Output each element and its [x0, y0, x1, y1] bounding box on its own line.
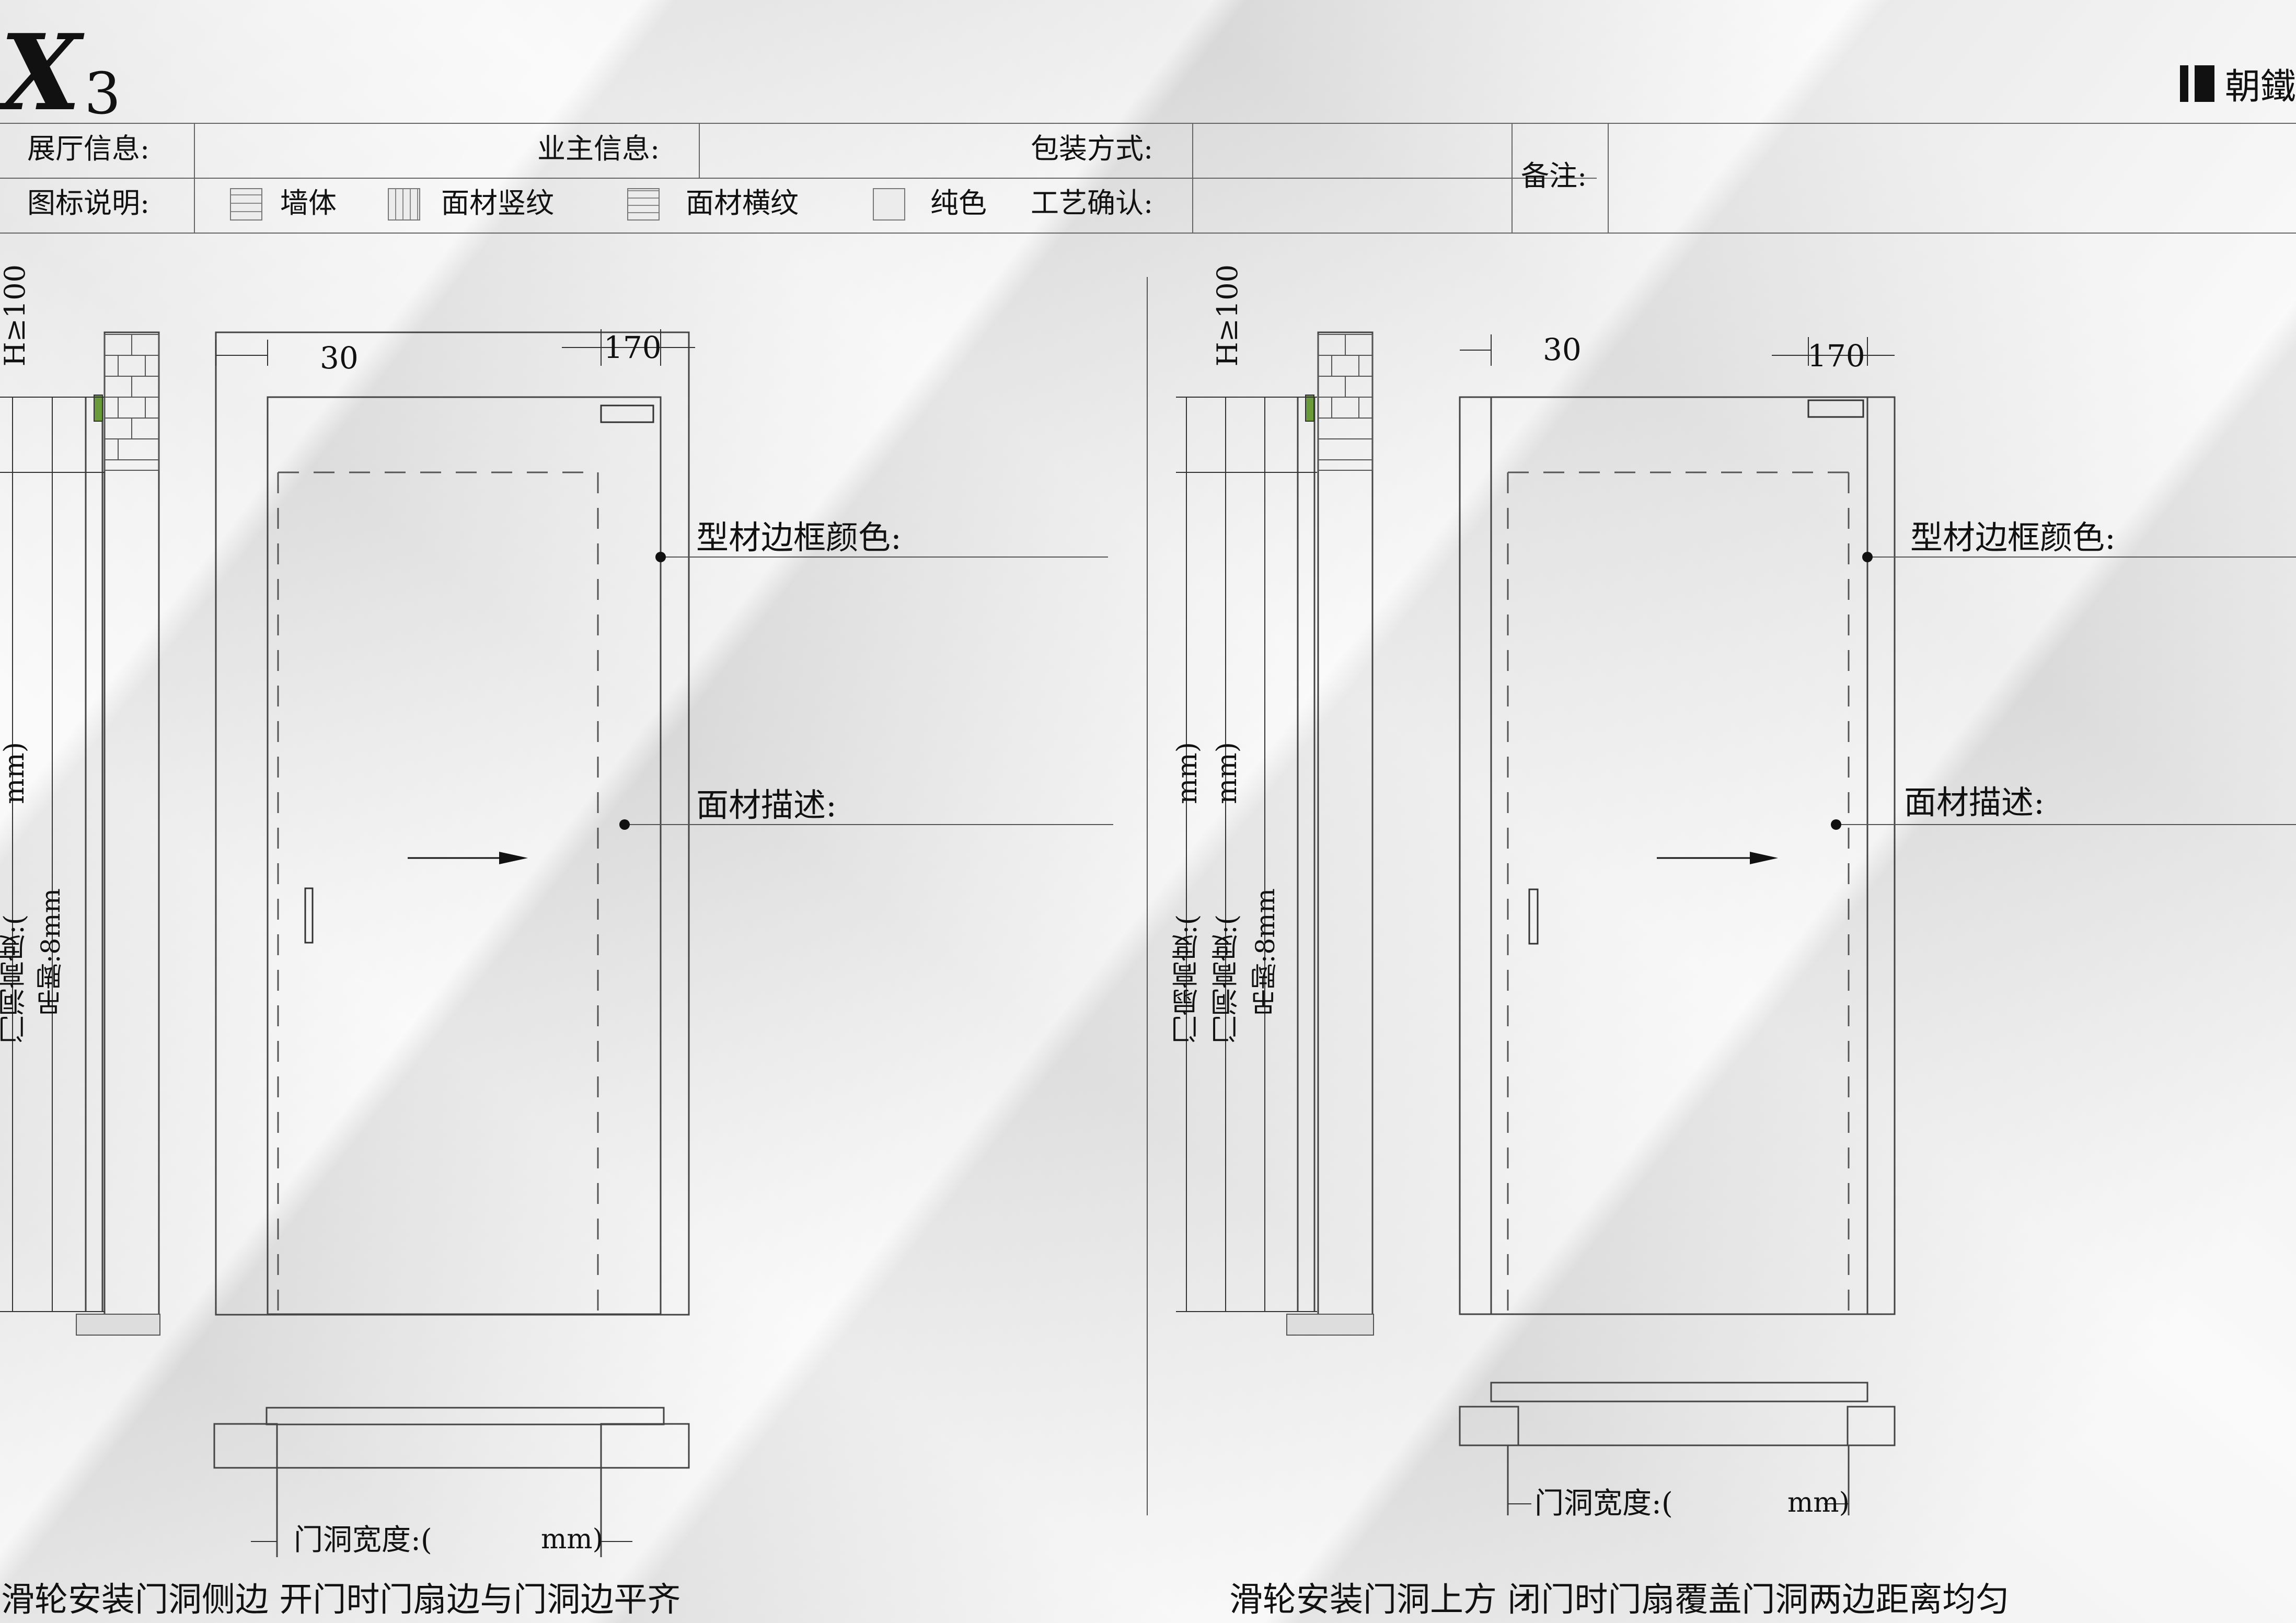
left-caption: 滑轮安装门洞侧边 开门时门扇边与门洞边平齐 — [1, 1581, 681, 1619]
right-opening-width-unit: mm) — [1787, 1487, 1850, 1518]
legend-item-wall: 墙体 — [280, 187, 337, 219]
horizontal-grain-swatch-icon — [627, 188, 660, 221]
right-gap: 吊脚:8mm — [1250, 888, 1280, 1016]
owner-label: 业主信息: — [537, 132, 660, 165]
legend-label: 图标说明: — [27, 187, 150, 219]
vertical-grain-swatch-icon — [388, 188, 420, 221]
right-unit-mm-opening: mm) — [1212, 742, 1243, 804]
brand-name: 朝鐵 — [2224, 66, 2296, 108]
left-dim-30: 30 — [320, 340, 359, 376]
left-panel-desc-label: 面材描述: — [696, 786, 837, 824]
remark-label: 备注: — [1521, 159, 1587, 192]
right-dim-30: 30 — [1543, 332, 1582, 367]
left-h-min: H≥100 — [0, 264, 31, 367]
right-panel-desc-label: 面材描述: — [1904, 783, 2045, 821]
legend-item-horizontal-grain: 面材横纹 — [686, 187, 799, 219]
right-leaf-height: 门扇高度:( — [1172, 914, 1203, 1043]
right-dim-170: 170 — [1807, 338, 1865, 374]
left-opening-width: 门洞宽度:( — [294, 1523, 432, 1557]
left-dim-170: 170 — [604, 330, 662, 365]
right-opening-height: 门洞高度:( — [1212, 914, 1243, 1043]
x3-logo: X3 — [0, 11, 121, 134]
left-opening-width-unit: mm) — [541, 1524, 603, 1555]
brand-mark: 朝鐵 — [2179, 57, 2296, 109]
showroom-label: 展厅信息: — [27, 132, 150, 165]
legend-item-vertical-grain: 面材竖纹 — [441, 187, 554, 219]
right-opening-width: 门洞宽度:( — [1534, 1487, 1673, 1521]
left-frame-color-label: 型材边框颜色: — [696, 518, 902, 557]
right-unit-mm-leaf: mm) — [1172, 742, 1203, 804]
legend-item-solid: 纯色 — [930, 187, 987, 219]
wall-swatch-icon — [230, 188, 262, 221]
packing-label: 包装方式: — [1031, 132, 1153, 165]
brand-bars-icon — [2179, 65, 2214, 102]
craft-label: 工艺确认: — [1031, 187, 1153, 219]
left-gap: 吊脚:8mm — [36, 888, 66, 1016]
right-frame-color-label: 型材边框颜色: — [1910, 518, 2116, 557]
solid-color-swatch-icon — [873, 188, 905, 221]
left-unit-mm: mm) — [0, 742, 30, 804]
right-h-min: H≥100 — [1211, 264, 1244, 367]
left-opening-height: 门洞高度:( — [0, 914, 30, 1043]
right-caption: 滑轮安装门洞上方 闭门时门扇覆盖门洞两边距离均匀 — [1229, 1581, 2010, 1619]
